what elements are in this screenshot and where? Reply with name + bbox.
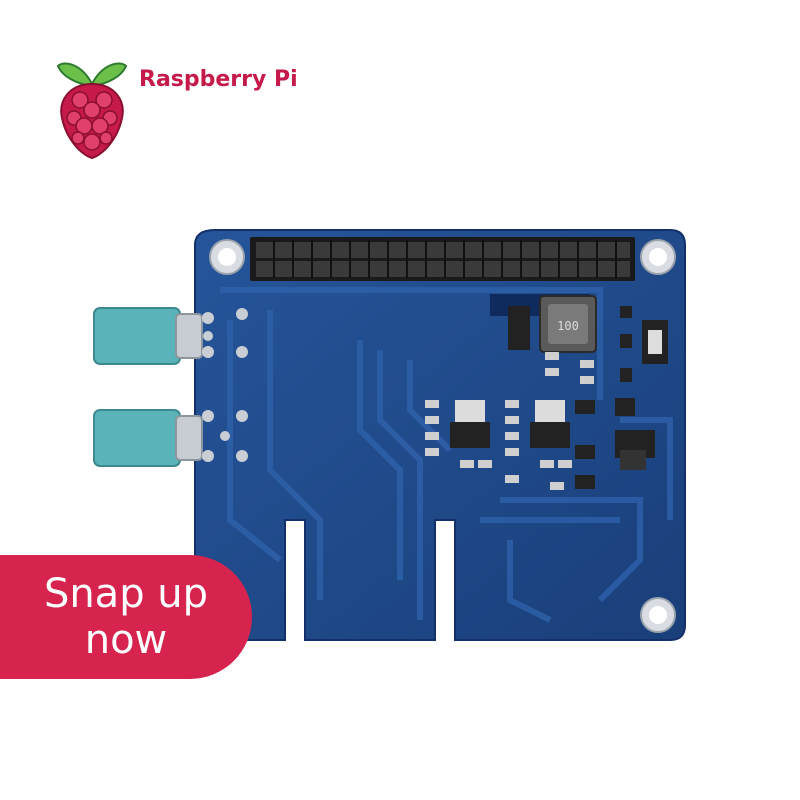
- product-image: 100: [80, 220, 700, 680]
- power-components: 100: [450, 294, 668, 489]
- promo-banner-line2: now: [84, 617, 168, 663]
- coax-connector-bottom: [93, 409, 203, 467]
- promo-banner-line1: Snap up: [43, 571, 209, 617]
- raspberry-pi-logo: [52, 54, 132, 162]
- raspberry-pi-logo-icon: [56, 62, 128, 160]
- mounting-holes: [209, 239, 676, 633]
- coax-connector-top: [93, 307, 203, 365]
- brand-name: Raspberry Pi: [139, 67, 298, 92]
- gpio-header: [250, 237, 635, 281]
- promo-banner[interactable]: Snap up now: [0, 555, 252, 679]
- pcb-board: 100: [93, 229, 686, 641]
- svg-text:100: 100: [557, 319, 579, 333]
